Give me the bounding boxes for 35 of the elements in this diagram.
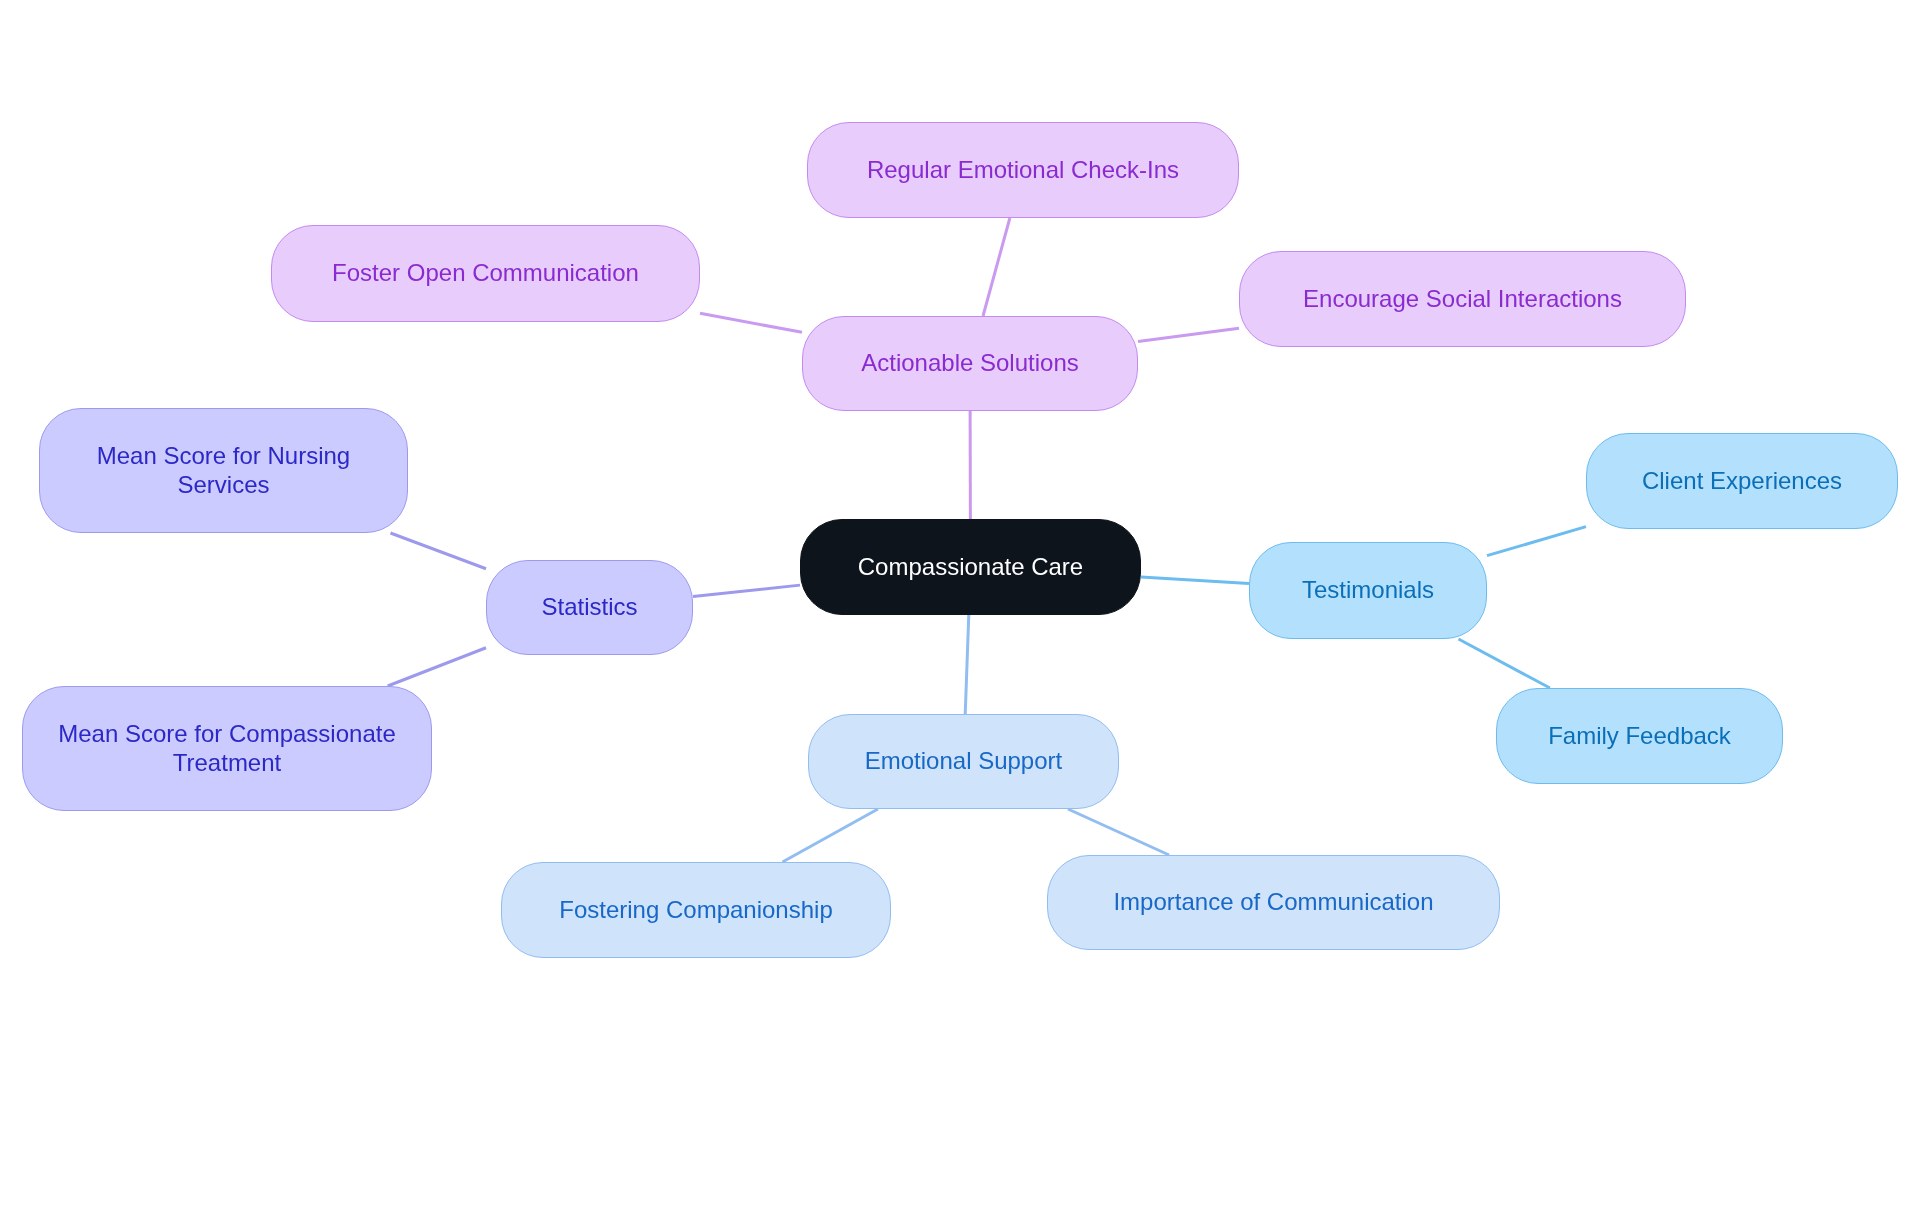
connector-line <box>692 583 801 598</box>
topic-label: Statistics <box>541 593 638 622</box>
topic-box <box>802 316 1138 411</box>
topic-label: Mean Score for Nursing Services <box>95 441 352 500</box>
connector-line <box>1140 575 1250 585</box>
topic-box <box>486 560 693 655</box>
topic-label: Testimonials <box>1301 576 1434 605</box>
topic-label: Family Feedback <box>1548 721 1731 751</box>
connector-line <box>1067 807 1170 857</box>
topic-label: Regular Emotional Check-Ins <box>866 155 1180 185</box>
connector-line <box>781 807 879 864</box>
connector-line <box>981 217 1012 317</box>
connector-line <box>1457 637 1551 690</box>
topic-label: Foster Open Communication <box>332 259 639 288</box>
topic-box <box>1249 542 1487 639</box>
connector-line <box>963 614 971 715</box>
topic-label: Importance of Communication <box>1113 888 1434 917</box>
connector-line <box>968 411 972 519</box>
topic-box <box>1239 251 1686 347</box>
topic-label: Client Experiences <box>1641 466 1843 496</box>
connector-line <box>389 531 487 571</box>
topic-label: Compassionate Care <box>857 552 1084 582</box>
topic-label: Emotional Support <box>864 747 1063 776</box>
topic-box <box>22 686 432 811</box>
topic-label: Actionable Solutions <box>861 349 1079 378</box>
connector-line <box>699 311 803 334</box>
topic-label: Mean Score for Compassionate Treatment <box>57 719 397 778</box>
topic-box <box>271 225 700 322</box>
topic-label: Fostering Companionship <box>559 895 833 925</box>
connector-line <box>1137 326 1240 343</box>
topic-label: Encourage Social Interactions <box>1303 284 1622 314</box>
topic-box <box>1586 433 1898 529</box>
connector-line <box>387 646 487 688</box>
connector-line <box>1486 525 1587 558</box>
topic-box <box>39 408 408 533</box>
